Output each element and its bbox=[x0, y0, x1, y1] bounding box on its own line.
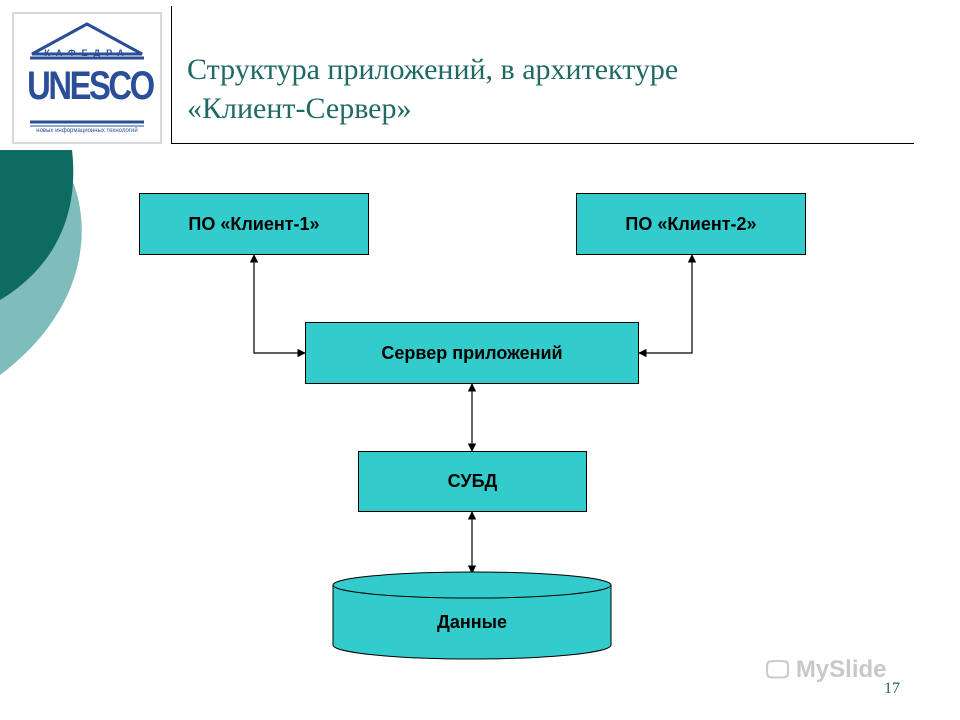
slide-title-line2: «Клиент-Сервер» bbox=[187, 92, 412, 125]
client2-box: ПО «Клиент-2» bbox=[576, 193, 806, 255]
client1-box: ПО «Клиент-1» bbox=[139, 193, 369, 255]
client1-label: ПО «Клиент-1» bbox=[188, 213, 320, 234]
watermark-text: MySlide bbox=[795, 656, 887, 683]
app-server-label: Сервер приложений bbox=[381, 342, 563, 363]
logo-arc-text: КАФЕДРА bbox=[44, 48, 130, 58]
header-vertical-rule bbox=[171, 6, 172, 144]
data-cylinder bbox=[332, 571, 612, 660]
slide-title: Структура приложений, в архитектуре «Кли… bbox=[187, 50, 907, 128]
logo-main-text: UNESCO bbox=[27, 64, 155, 108]
slide-title-line1: Структура приложений, в архитектуре bbox=[187, 53, 679, 86]
watermark: 🖵 MySlide bbox=[766, 656, 887, 684]
left-decoration bbox=[0, 150, 82, 375]
page-number: 17 bbox=[884, 680, 900, 697]
header-horizontal-rule bbox=[171, 143, 914, 144]
building-icon bbox=[30, 22, 144, 127]
unesco-logo: КАФЕДРА UNESCO новых информационных техн… bbox=[12, 12, 162, 144]
dbms-label: СУБД bbox=[447, 471, 498, 491]
app-server-box: Сервер приложений bbox=[305, 322, 639, 384]
data-store-label: Данные bbox=[437, 612, 507, 632]
dbms-box: СУБД bbox=[358, 451, 587, 512]
monitor-icon: 🖵 bbox=[766, 656, 790, 683]
connector-client1-server bbox=[249, 254, 306, 358]
client2-label: ПО «Клиент-2» bbox=[625, 213, 757, 234]
logo-sub-text: новых информационных технологий bbox=[36, 128, 138, 134]
connector-client2-server bbox=[638, 254, 697, 358]
